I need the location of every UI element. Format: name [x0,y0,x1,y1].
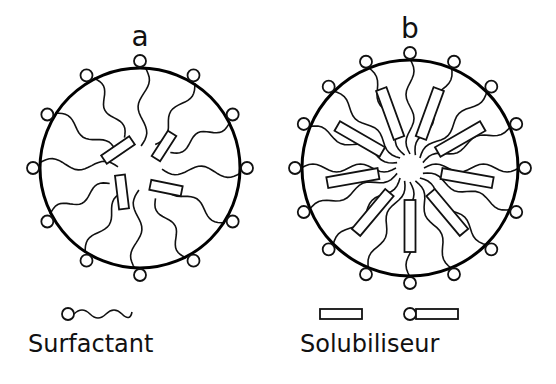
solubiliser [441,168,494,188]
surfactant-head [519,162,531,174]
surfactant-tail [94,78,125,138]
surfactant-head [298,118,310,130]
solubiliser [376,87,404,140]
solubiliser-rod [115,175,129,210]
legend-entry: Surfactant [28,300,192,358]
surfactant-tail [55,113,116,153]
surfactant-tail [155,198,186,258]
solubiliser-rod [326,168,379,188]
solubiliser-rod [101,136,135,163]
surfactant-tail [74,310,132,318]
solubiliser [326,168,379,188]
micelle: b [288,12,532,290]
solubiliser [152,131,177,162]
surfactant-head [241,162,253,174]
solubiliser-rod [405,200,416,252]
legend-symbol [300,300,500,330]
solubiliser [101,136,135,163]
surfactant-tail [301,164,396,172]
surfactant-head [510,118,522,130]
surfactant-head [448,268,460,280]
solubiliser-rod [435,121,486,157]
surfactant-head [323,243,335,255]
legend-symbol [28,300,188,330]
solubiliser-rod [426,189,468,236]
solubiliser [435,121,486,157]
solubiliser-head [404,308,416,320]
surfactant-tail [50,183,110,214]
surfactant-head [360,268,372,280]
surfactant-head [81,255,93,267]
surfactant-tail [333,178,400,245]
surfactant-head [227,216,239,228]
micelle-label: b [288,12,532,46]
micelle-drawing [288,46,532,290]
surfactant-head [188,69,200,81]
surfactant-head [41,216,53,228]
surfactant-head [81,69,93,81]
surfactant-head [27,162,39,174]
solubiliser [416,87,444,140]
surfactant-head [188,255,200,267]
surfactant-tail [406,59,414,154]
solubiliser [352,189,394,236]
solubiliser [426,189,468,236]
micelle-label: a [26,20,254,54]
solubiliser-rod [320,309,362,319]
solubiliser-rod [335,121,386,157]
surfactant-head [404,47,416,59]
surfactant-head [41,109,53,121]
solubiliser-rod [149,180,182,196]
surfactant-head [227,109,239,121]
surfactant-head [448,56,460,68]
solubiliser-rod [416,309,458,319]
legend-entry: Solubiliseur [300,300,504,358]
surfactant-head [360,56,372,68]
surfactant-head [289,162,301,174]
solubiliser-rod [152,131,177,162]
solubiliser [115,175,129,210]
surfactant-head [323,81,335,93]
micelle-outline [40,68,240,268]
solubiliser [335,121,386,157]
solubiliser-rod [352,189,394,236]
micelle-outline [302,60,518,276]
solubiliser-rod [441,168,494,188]
surfactant-head [404,277,416,289]
surfactant-head [510,206,522,218]
solubiliser-rod [376,87,404,140]
surfactant-head [485,81,497,93]
surfactant-head [485,243,497,255]
micelle: a [26,20,254,282]
legend-text: Surfactant [28,330,192,358]
surfactant-tail [420,178,487,245]
surfactant-tail [131,190,142,269]
solubiliser-rod [416,87,444,140]
surfactant-head [134,269,146,281]
surfactant-head [134,55,146,67]
surfactant-tail [424,164,519,172]
surfactant-head [298,206,310,218]
micelle-drawing [26,54,254,282]
surfactant-tail [138,67,149,146]
surfactant-head [62,308,74,320]
solubiliser [149,180,182,196]
legend-text: Solubiliseur [300,330,504,358]
solubiliser [405,200,416,252]
surfactant-tail [162,166,241,177]
surfactant-tail [170,122,230,153]
